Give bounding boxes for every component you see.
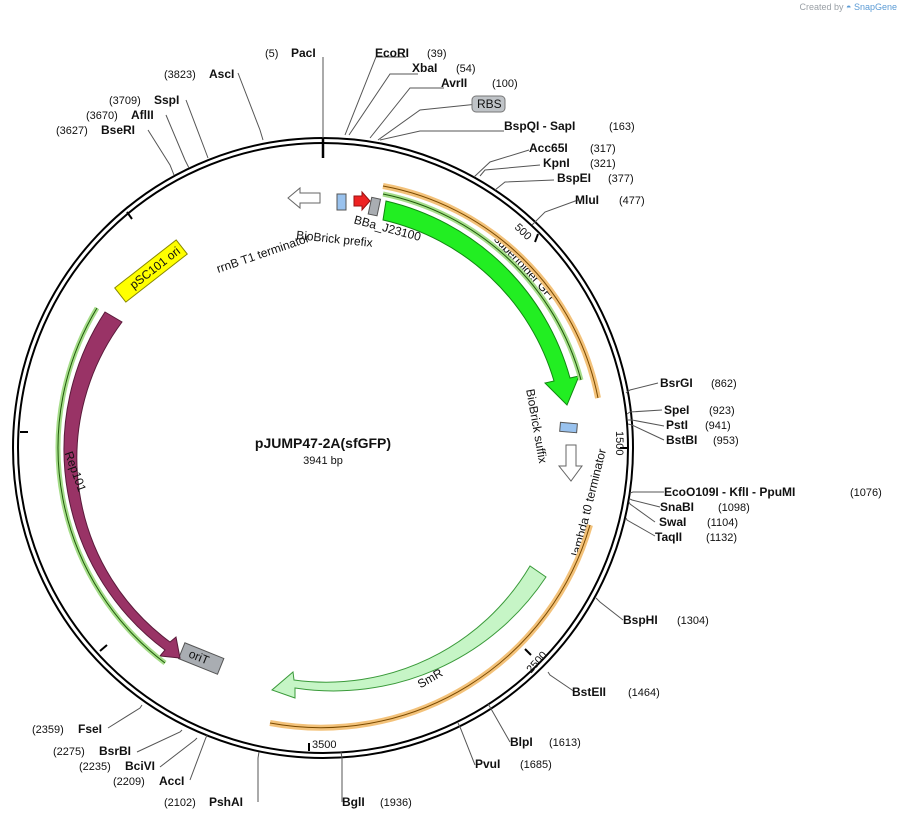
site-pos-bspqi-sapi: (163) xyxy=(609,121,635,133)
site-name-bsrbi[interactable]: BsrBI xyxy=(99,744,131,758)
feature-label-biobrick-prefix: BioBrick prefix xyxy=(296,228,374,250)
feature-label-psc101-ori: pSC101 ori xyxy=(127,244,183,292)
site-name-ecori[interactable]: EcoRI xyxy=(375,46,409,60)
site-pos-bsteii: (1464) xyxy=(628,687,660,699)
site-pos-blpi: (1613) xyxy=(549,737,581,749)
site-name-sspi[interactable]: SspI xyxy=(154,93,179,107)
site-name-bcivi[interactable]: BciVI xyxy=(125,759,155,773)
site-name-ecoo109i-kfli-ppumi[interactable]: EcoO109I - KflI - PpuMI xyxy=(664,485,795,499)
site-name-spei[interactable]: SpeI xyxy=(664,403,689,417)
site-pos-bsrgi: (862) xyxy=(711,378,737,390)
feature-superfolder-gfp-arrow[interactable] xyxy=(382,200,580,406)
green-arc-top-right-line xyxy=(382,193,582,381)
site-pos-bsphi: (1304) xyxy=(677,615,709,627)
site-pos-sspi: (3709) xyxy=(109,95,141,107)
tick-label-2000: 3500 xyxy=(312,739,336,751)
orange-arc-bottom xyxy=(269,524,593,731)
site-name-blpi[interactable]: BlpI xyxy=(510,735,533,749)
site-pos-bseri: (3627) xyxy=(56,125,88,137)
site-name-acc65i[interactable]: Acc65I xyxy=(529,141,568,155)
site-pos-aflii: (3670) xyxy=(86,110,118,122)
site-pos-pvui: (1685) xyxy=(520,759,552,771)
site-name-fsei[interactable]: FseI xyxy=(78,722,102,736)
plasmid-name: pJUMP47-2A(sfGFP) xyxy=(255,435,391,451)
tick-2500 xyxy=(99,644,108,652)
site-name-bgli[interactable]: BglI xyxy=(342,795,365,809)
restriction-sites: (5) PacI EcoRI (39) XbaI (54) AvrII (100… xyxy=(32,46,882,809)
site-pos-bspei: (377) xyxy=(608,173,634,185)
feature-orit-box[interactable] xyxy=(177,642,225,675)
site-pos-pshai: (2102) xyxy=(164,797,196,809)
site-name-acci[interactable]: AccI xyxy=(159,774,184,788)
tick-500 xyxy=(534,233,539,243)
feature-lambda-t0-terminator-arrow[interactable] xyxy=(557,444,583,482)
feature-rbs-box[interactable] xyxy=(367,196,382,217)
site-name-bsrgi[interactable]: BsrGI xyxy=(660,376,693,390)
site-pos-spei: (923) xyxy=(709,405,735,417)
site-name-asci[interactable]: AscI xyxy=(209,67,234,81)
credit-brand: SnapGene xyxy=(853,2,897,12)
snapgene-credit: Created by ◓ SnapGene xyxy=(799,2,897,12)
site-name-bstbi[interactable]: BstBI xyxy=(666,433,697,447)
site-pos-acci: (2209) xyxy=(113,776,145,788)
site-pos-bgli: (1936) xyxy=(380,797,412,809)
site-name-rbs: RBS xyxy=(477,97,502,111)
feature-biobrick-suffix-box[interactable] xyxy=(559,421,578,434)
site-name-bsphi[interactable]: BspHI xyxy=(623,613,658,627)
site-name-bspqi-sapi[interactable]: BspQI - SapI xyxy=(504,119,575,133)
site-pos-ecori: (39) xyxy=(427,48,447,60)
green-arc-left-line xyxy=(57,307,166,664)
tick-3500 xyxy=(126,211,133,220)
feature-label-biobrick-suffix: BioBrick suffix xyxy=(523,388,550,464)
feature-rep101-arrow[interactable] xyxy=(63,311,181,659)
site-name-avrii[interactable]: AvrII xyxy=(441,76,467,90)
site-name-pshai[interactable]: PshAI xyxy=(209,795,243,809)
snapgene-logo-icon: ◓ xyxy=(846,2,852,12)
site-pos-paci: (5) xyxy=(265,48,278,60)
tick-1500 xyxy=(524,648,532,656)
plasmid-length: 3941 bp xyxy=(303,455,343,467)
site-pos-asci: (3823) xyxy=(164,69,196,81)
site-name-pvui[interactable]: PvuI xyxy=(475,757,500,771)
site-pos-ecoo109i-kfli-ppumi: (1076) xyxy=(850,487,882,499)
site-name-paci[interactable]: PacI xyxy=(291,46,316,60)
site-pos-bstbi: (953) xyxy=(713,435,739,447)
credit-prefix: Created by xyxy=(799,2,844,12)
site-name-bsteii[interactable]: BstEII xyxy=(572,685,606,699)
site-name-taqii[interactable]: TaqII xyxy=(655,530,682,544)
site-pos-taqii: (1132) xyxy=(706,532,737,544)
feature-smr-arrow[interactable] xyxy=(271,565,547,699)
site-pos-bcivi: (2235) xyxy=(79,761,111,773)
feature-psc101-ori-box[interactable] xyxy=(114,239,188,303)
site-name-mlui[interactable]: MluI xyxy=(575,193,599,207)
annotation-arcs xyxy=(55,183,601,731)
tick-label-1000: 1500 xyxy=(613,431,625,455)
site-pos-acc65i: (317) xyxy=(590,143,616,155)
site-pos-swai: (1104) xyxy=(707,517,738,529)
feature-biobrick-prefix-box[interactable] xyxy=(336,193,347,211)
site-name-xbai[interactable]: XbaI xyxy=(412,61,437,75)
site-pos-xbai: (54) xyxy=(456,63,476,75)
site-name-bseri[interactable]: BseRI xyxy=(101,123,135,137)
site-pos-avrii: (100) xyxy=(492,78,518,90)
site-name-swai[interactable]: SwaI xyxy=(659,515,686,529)
site-name-snabi[interactable]: SnaBI xyxy=(660,500,694,514)
feature-bba-j23100-arrow[interactable] xyxy=(353,190,371,212)
orange-arc-bottom-line xyxy=(269,524,591,729)
site-name-bspei[interactable]: BspEI xyxy=(557,171,591,185)
site-name-psti[interactable]: PstI xyxy=(666,418,688,432)
site-pos-snabi: (1098) xyxy=(718,502,750,514)
site-name-kpni[interactable]: KpnI xyxy=(543,156,570,170)
site-name-aflii[interactable]: AflII xyxy=(131,108,154,122)
feature-rrnb-t1-terminator-arrow[interactable] xyxy=(287,186,321,210)
orange-arc-top-right-line xyxy=(382,185,599,399)
site-pos-mlui: (477) xyxy=(619,195,645,207)
site-leader-lines xyxy=(107,56,665,802)
site-pos-kpni: (321) xyxy=(590,158,616,170)
site-pos-bsrbi: (2275) xyxy=(53,746,85,758)
site-pos-psti: (941) xyxy=(705,420,731,432)
rbs-label-box[interactable] xyxy=(471,95,506,113)
site-pos-fsei: (2359) xyxy=(32,724,64,736)
